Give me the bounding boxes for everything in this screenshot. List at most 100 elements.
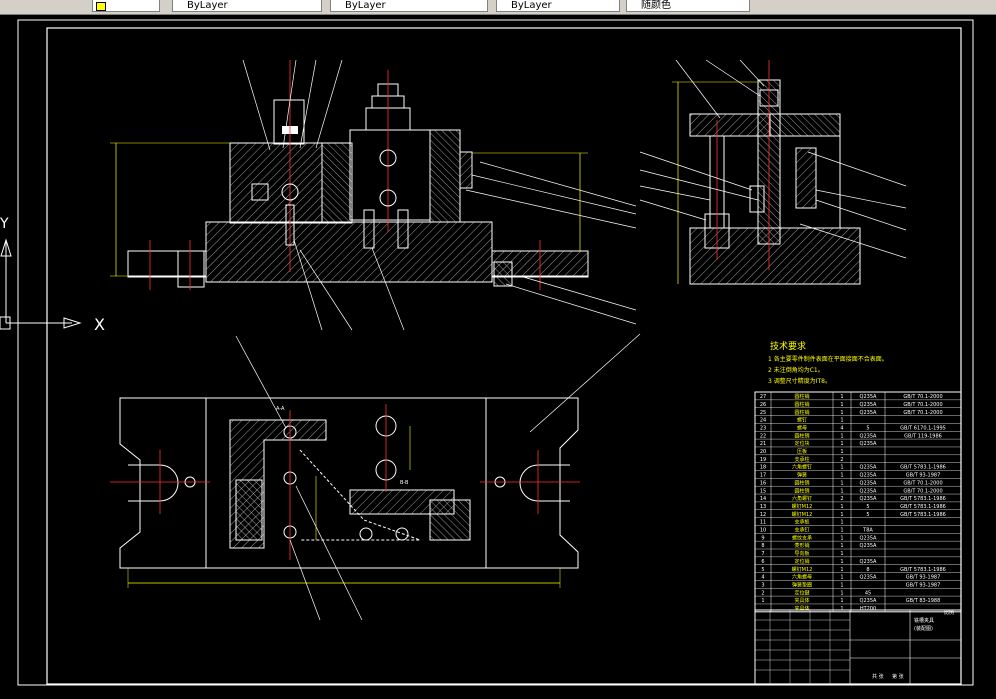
bom-cell-std: GB/T 5783.1-1986 (900, 504, 946, 510)
bom-cell-name: 定位键 (794, 589, 809, 596)
bom-cell-mat: Q235A (860, 402, 877, 408)
scale-label: 比例 (944, 609, 954, 616)
bom-cell-qty: 1 (840, 559, 843, 565)
bom-cell-no: 5 (761, 567, 764, 573)
bom-cell-std: GB/T 93-1987 (906, 582, 941, 588)
bom-cell-mat: Q235A (860, 559, 877, 565)
bom-cell-name: 菱形销 (794, 542, 809, 549)
properties-toolbar: ByLayer ByLayer ByLayer 随颜色 (0, 0, 996, 15)
layer-state-combo[interactable] (92, 0, 160, 12)
bom-cell-qty: 1 (840, 410, 843, 416)
bom-cell-name: 导向板 (794, 550, 809, 557)
bom-cell-qty: 1 (840, 512, 843, 518)
bom-cell-mat: Q235A (860, 488, 877, 494)
bom-cell-qty: 2 (840, 496, 843, 502)
bom-cell-name: 弹簧 (797, 472, 807, 479)
bom-cell-qty: 1 (840, 590, 843, 596)
bom-cell-mat: Q235A (860, 433, 877, 439)
side-view (639, 59, 907, 285)
bom-cell-std: GB/T 70.1-2000 (903, 410, 942, 416)
section-label-aa: A-A (276, 406, 285, 412)
bom-cell-qty: 2 (840, 457, 843, 463)
bom-cell-name: 六角螺钉 (792, 464, 812, 471)
bom-cell-name: 六角螺钉 (792, 495, 812, 502)
bom-cell-name: 定位块 (794, 440, 809, 447)
tech-note-2: 2 未注倒角均为C1。 (768, 366, 824, 374)
bom-cell-std: GB/T 5783.1-1986 (900, 512, 946, 518)
bom-cell-std: GB/T 119-1986 (904, 433, 942, 439)
bom-cell-qty: 1 (840, 449, 843, 455)
bom-cell-qty: 1 (840, 543, 843, 549)
bom-cell-name: 螺钉M12 (792, 503, 813, 510)
bom-cell-qty: 1 (840, 441, 843, 447)
bom-cell-mat: T8A (862, 528, 873, 534)
linetype-combo[interactable]: ByLayer (330, 0, 488, 12)
outer-frame (17, 19, 974, 686)
bom-cell-no: 2 (761, 590, 764, 596)
lineweight-combo[interactable]: ByLayer (496, 0, 620, 12)
bom-cell-no: 3 (761, 582, 764, 588)
plotstyle-combo[interactable]: 随颜色 (626, 0, 750, 12)
bom-cell-no: 21 (760, 441, 766, 447)
bom-cell-qty: 1 (840, 582, 843, 588)
front-view (110, 59, 637, 331)
section-label-bb: B-B (400, 480, 409, 486)
bom-cell-no: 26 (760, 402, 766, 408)
bom-cell-qty: 1 (840, 575, 843, 581)
title-block: 铣槽夹具 (装配图) 比例 共 张 第 张 (754, 609, 962, 685)
bom-cell-name: 支承板 (794, 519, 809, 526)
ucs-y-label: Y (0, 216, 9, 232)
bom-cell-mat: 5 (866, 512, 869, 518)
bom-cell-no: 27 (760, 394, 766, 400)
bom-cell-name: 弹簧垫圈 (792, 581, 812, 588)
bom-cell-qty: 1 (840, 473, 843, 479)
bom-cell-mat: HT200 (860, 606, 876, 612)
color-combo[interactable]: ByLayer (172, 0, 322, 12)
bom-cell-name: 螺钉M12 (792, 566, 813, 573)
ucs-x-label: X (94, 315, 105, 334)
drawing-canvas[interactable]: X Y (0, 15, 996, 699)
bom-cell-std: GB/T 70.1-2000 (903, 394, 942, 400)
bom-cell-name: 螺钉 (797, 417, 807, 424)
bom-cell-mat: Q235A (860, 543, 877, 549)
bom-cell-qty: 1 (840, 465, 843, 471)
bom-cell-name: 圆柱销 (794, 479, 809, 486)
bom-cell-qty: 4 (840, 425, 843, 431)
drawing-code: (装配图) (914, 625, 933, 632)
bom-cell-qty: 1 (840, 598, 843, 604)
bom-cell-qty: 1 (840, 606, 843, 612)
bom-cell-qty: 1 (840, 402, 843, 408)
bom-cell-name: 圆柱销 (794, 432, 809, 439)
bom-cell-mat: Q235A (860, 598, 877, 604)
bom-cell-name: 夹具体 (794, 597, 809, 604)
bom-cell-no: 1 (761, 598, 764, 604)
bom-cell-no: 14 (760, 496, 766, 502)
bom-cell-no: 11 (760, 520, 766, 526)
bom-cell-no: 25 (760, 410, 766, 416)
bom-cell-std: GB/T 83-1988 (906, 598, 941, 604)
bom-cell-name: 六角螺母 (792, 574, 812, 581)
bom-cell-std: GB/T 70.1-2000 (903, 402, 942, 408)
bom-cell-no: 13 (760, 504, 766, 510)
inner-frame (46, 27, 962, 685)
bom-cell-std: GB/T 5783.1-1986 (900, 496, 946, 502)
bom-cell-name: 圆柱销 (794, 401, 809, 408)
bom-cell-mat: Q235A (860, 575, 877, 581)
sheet-number-label: 第 张 (892, 673, 904, 680)
bom-cell-mat: 8 (866, 567, 869, 573)
bom-cell-no: 10 (760, 528, 766, 534)
bom-cell-qty: 1 (840, 504, 843, 510)
bom-cell-mat: Q235A (860, 394, 877, 400)
bom-cell-no: 7 (761, 551, 764, 557)
bom-cell-no: 8 (761, 543, 764, 549)
bom-cell-no: 6 (761, 559, 764, 565)
bom-cell-name: 支承柱 (794, 456, 809, 463)
bom-cell-mat: Q235A (860, 410, 877, 416)
bom-cell-name: 螺母 (797, 424, 807, 431)
bom-cell-mat: 45 (865, 590, 871, 596)
bom-cell-mat: 5 (866, 504, 869, 510)
bom-cell-name: 定位销 (794, 558, 809, 565)
bom-cell-qty: 1 (840, 418, 843, 424)
bom-cell-qty: 1 (840, 394, 843, 400)
bom-cell-no: 12 (760, 512, 766, 518)
